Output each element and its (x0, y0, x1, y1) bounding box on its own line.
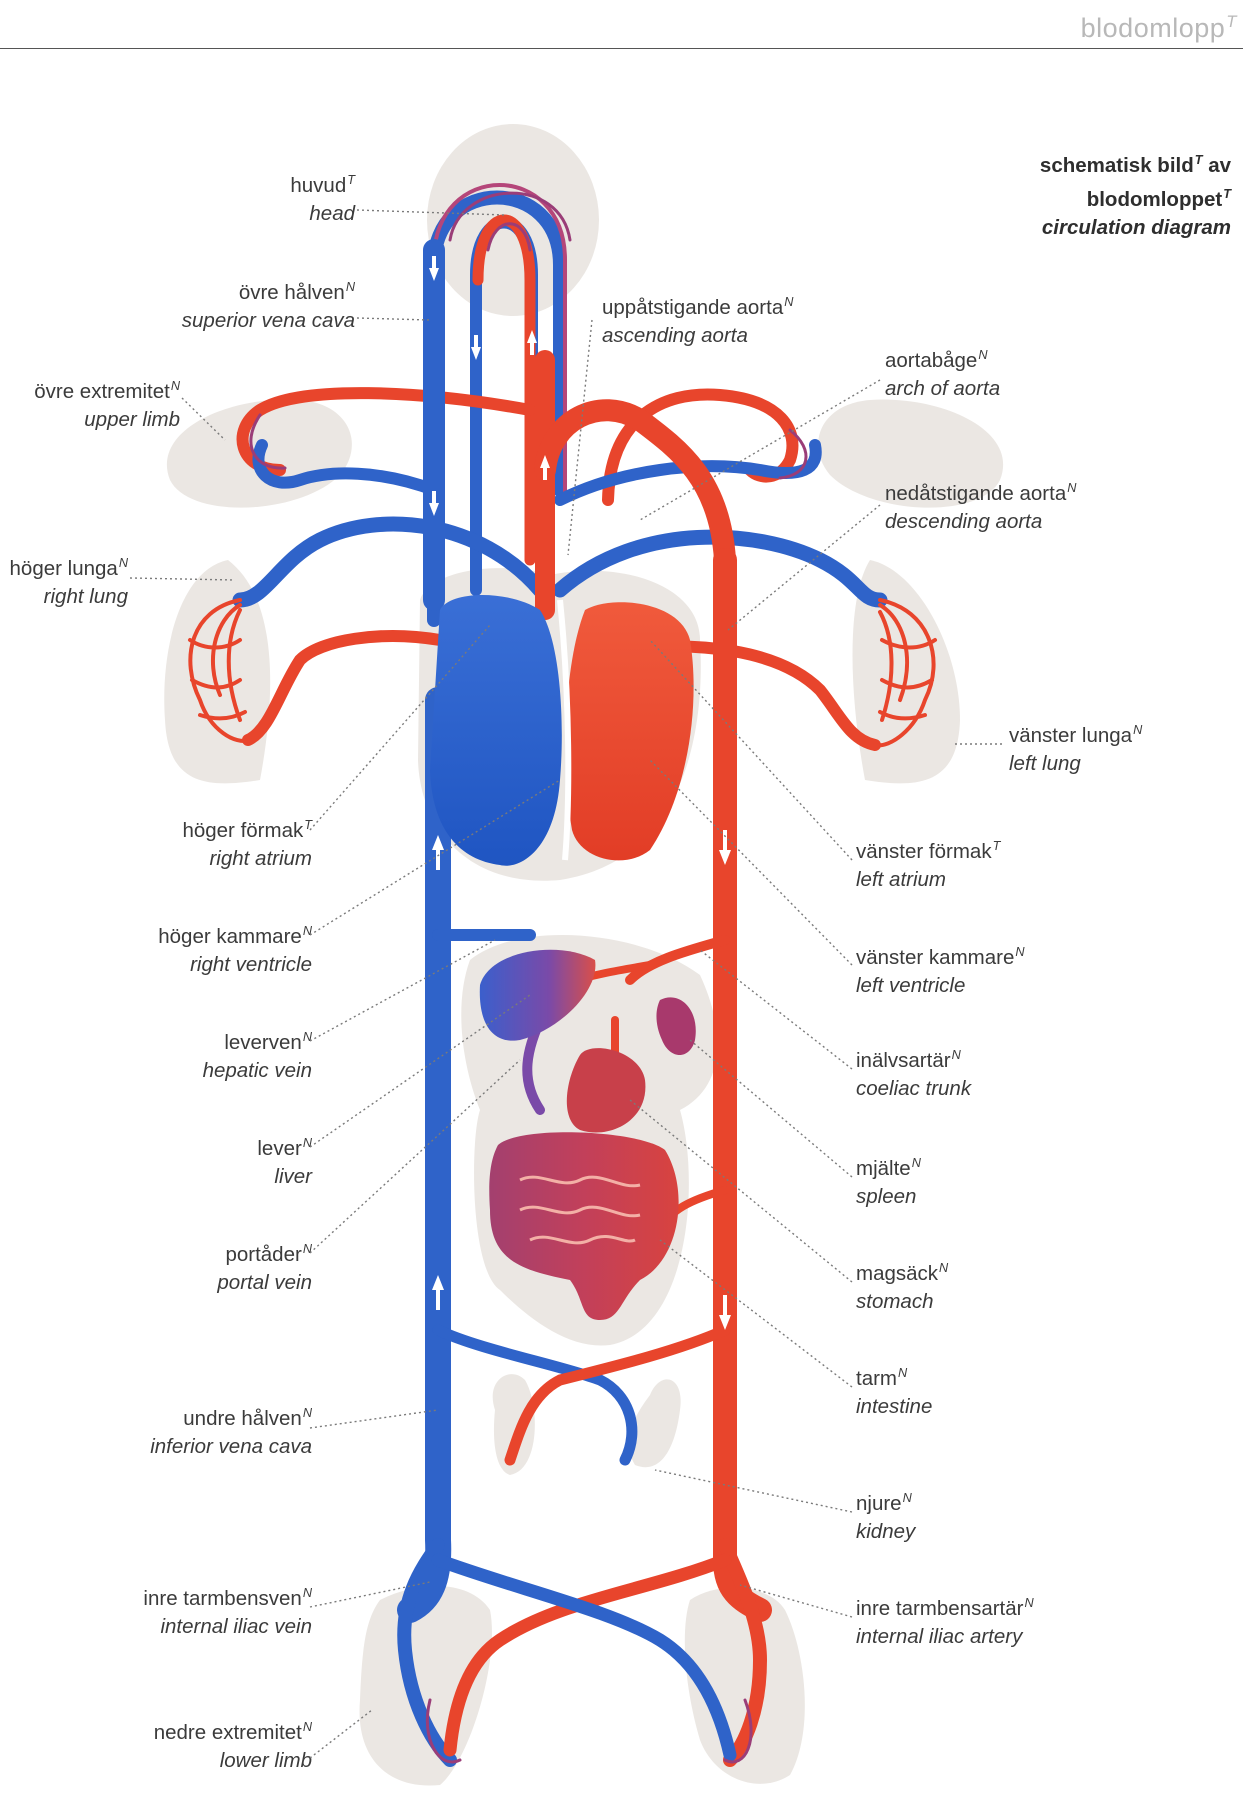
label-left-ventricle: vänster kammareN left ventricle (856, 944, 1025, 998)
label-superior-vena-cava: övre hålvenN superior vena cava (181, 279, 355, 333)
label-hepatic-vein: levervenN hepatic vein (202, 1029, 312, 1083)
left-lung-capillaries (873, 598, 937, 748)
label-arch-of-aorta: aortabågeN arch of aorta (885, 347, 1001, 401)
left-arm-artery (236, 387, 536, 476)
septum (557, 599, 572, 861)
cross-vein (431, 1553, 737, 1762)
label-spleen: mjälteN spleen (856, 1155, 921, 1209)
diagram-title: schematisk bildT av blodomloppetT circul… (1039, 152, 1231, 239)
lower-limb-right-halo (684, 1587, 805, 1784)
label-intestine: tarmN intestine (856, 1365, 933, 1419)
arrow-aorta-up (540, 455, 550, 480)
iliac-artery-right (718, 1538, 768, 1767)
right-lung-halo (164, 560, 271, 784)
lower-limb-vessels (397, 1538, 768, 1767)
lower-limb-left-halo (359, 1586, 492, 1786)
label-inferior-vena-cava: undre hålvenN inferior vena cava (150, 1405, 312, 1459)
left-arm-capillary (249, 413, 287, 470)
intestine-coils (519, 1175, 641, 1245)
header-rule (0, 48, 1243, 49)
label-right-ventricle: höger kammareN right ventricle (158, 923, 312, 977)
label-lower-limb: nedre extremitetN lower limb (153, 1719, 312, 1773)
kidney-left-halo (492, 1374, 535, 1475)
head-capillary-arc-1 (448, 191, 572, 242)
label-ascending-aorta: uppåtstigande aortaN ascending aorta (602, 294, 794, 348)
label-descending-aorta: nedåtstigande aortaN descending aorta (885, 480, 1077, 534)
pulmonary-vein-left (242, 630, 446, 746)
leg-capillary-right (723, 1698, 753, 1764)
stomach-shape (566, 1048, 646, 1133)
arrow-svc-1 (429, 256, 439, 281)
label-portal-vein: portåderN portal vein (217, 1241, 312, 1295)
kidney-right-halo (628, 1379, 681, 1468)
label-coeliac-trunk: inälvsartärN coeliac trunk (856, 1047, 972, 1101)
arrow-head-right (527, 330, 537, 355)
label-internal-iliac-artery: inre tarmbensartärN internal iliac arter… (856, 1595, 1034, 1649)
right-heart-chambers (430, 595, 562, 866)
cross-artery (443, 1553, 732, 1757)
section-header: blodomloppT (1080, 12, 1237, 43)
pulmonary-artery-left (232, 516, 548, 608)
label-left-lung: vänster lungaN left lung (1009, 722, 1143, 776)
label-stomach: magsäckN stomach (856, 1260, 949, 1314)
left-arm-vein (252, 439, 440, 496)
head-artery-inner (432, 183, 567, 502)
label-right-lung: höger lungaN right lung (9, 555, 128, 609)
arrow-ivc-2 (432, 1275, 444, 1310)
arrow-svc-2 (429, 491, 439, 516)
label-left-atrium: vänster förmakT left atrium (856, 838, 1001, 892)
left-heart-chambers (565, 602, 694, 861)
label-right-atrium: höger förmakT right atrium (182, 817, 312, 871)
label-kidney: njureN kidney (856, 1490, 916, 1544)
label-liver: leverN liver (257, 1135, 312, 1189)
label-head: huvudT head (290, 172, 355, 226)
head-capillary-arc-2 (486, 222, 532, 252)
iliac-vein-left (397, 1538, 457, 1767)
spleen-shape (656, 997, 696, 1055)
renal-vein (432, 1324, 638, 1466)
head-artery-outer (472, 214, 536, 566)
label-upper-limb: övre extremitetN upper limb (34, 378, 180, 432)
inferior-vena-cava (397, 687, 452, 1623)
label-internal-iliac-vein: inre tarmbensvenN internal iliac vein (143, 1585, 312, 1639)
descending-aorta (713, 548, 772, 1622)
right-lung-capillaries (188, 598, 252, 743)
arrow-head-left (471, 335, 481, 360)
leg-capillary-left (425, 1698, 462, 1764)
